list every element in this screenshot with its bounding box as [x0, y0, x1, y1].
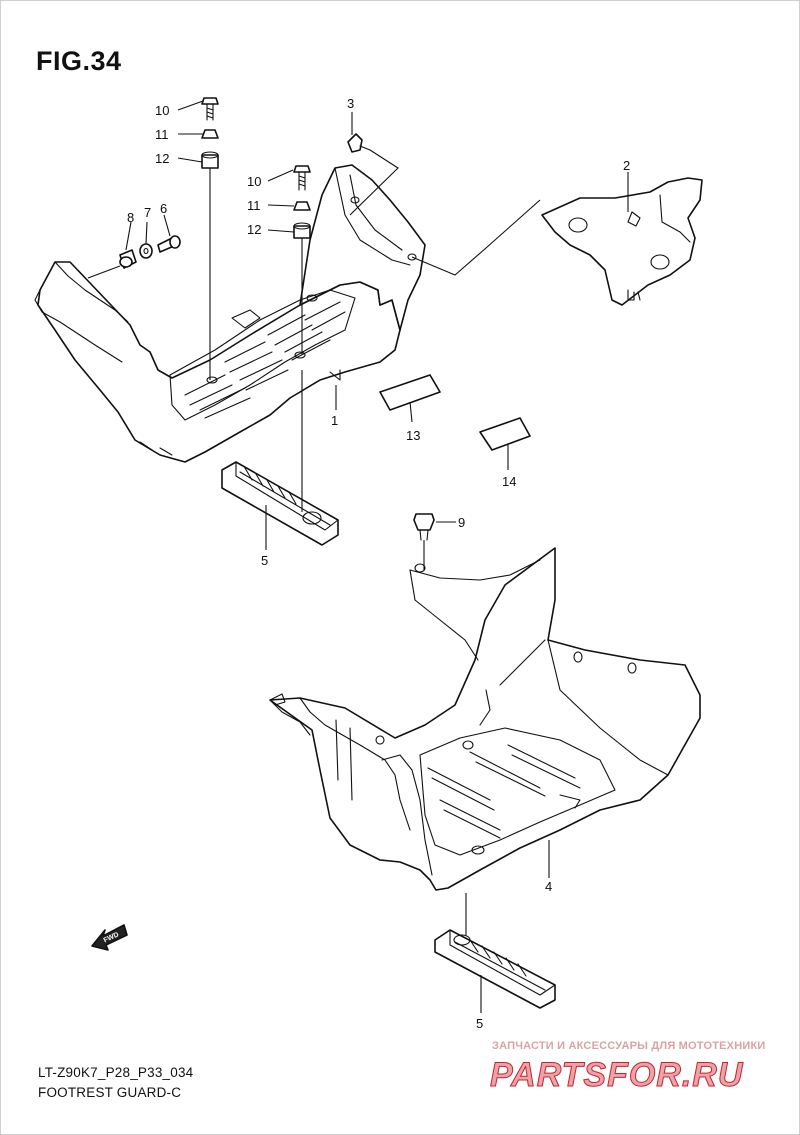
part-1-footrest-guard-upper[interactable]: [34, 164, 426, 463]
part-13-pad[interactable]: [379, 374, 441, 411]
hardware-left-group[interactable]: [119, 235, 181, 269]
part-2-side-cover[interactable]: [541, 177, 703, 306]
watermark-tagline: ЗАПЧАСТИ И АКСЕССУАРЫ ДЛЯ МОТОТЕХНИКИ: [492, 1040, 766, 1052]
watermark-logo-text: PARTSFOR.RU: [490, 1056, 744, 1094]
callout-5: 5: [476, 1016, 483, 1031]
part-9-clip[interactable]: [413, 513, 435, 541]
part-5-step-upper[interactable]: [221, 461, 339, 546]
part-5-step-lower[interactable]: [434, 929, 556, 1009]
callout-3: 3: [347, 96, 354, 111]
callout-7: 7: [144, 205, 151, 220]
hardware-stack-a[interactable]: [201, 97, 219, 169]
callout-11: 11: [247, 198, 261, 213]
callout-labels: 10 11 12 10 11 12 3 2 8 7 6 1 13 14 5 9 …: [127, 96, 630, 1031]
hardware-stack-b[interactable]: [293, 165, 311, 239]
callout-12: 12: [155, 151, 169, 166]
callout-9: 9: [458, 515, 465, 530]
fwd-arrow-icon: FWD: [91, 924, 128, 951]
leader-lines: [87, 100, 629, 1013]
watermark-logo: PARTSFOR.RU: [490, 1056, 744, 1095]
callout-5: 5: [261, 553, 268, 568]
part-4-footrest-guard-lower[interactable]: [269, 547, 701, 891]
callout-13: 13: [406, 428, 420, 443]
callout-10: 10: [155, 103, 169, 118]
callout-1: 1: [331, 413, 338, 428]
figure-title: FIG.34: [36, 46, 122, 76]
model-code: LT-Z90K7_P28_P33_034: [38, 1065, 194, 1080]
callout-14: 14: [502, 474, 516, 489]
part-4-floor-slots: [427, 744, 581, 839]
section-name: FOOTREST GUARD-C: [38, 1085, 182, 1100]
callout-10: 10: [247, 174, 261, 189]
callout-12: 12: [247, 222, 261, 237]
callout-8: 8: [127, 210, 134, 225]
callout-11: 11: [155, 127, 169, 142]
callout-6: 6: [160, 201, 167, 216]
callout-4: 4: [545, 879, 552, 894]
part-14-pad[interactable]: [479, 417, 531, 451]
part-3-clip[interactable]: [347, 133, 371, 153]
part-1-floor-slots: [184, 301, 346, 419]
callout-2: 2: [623, 158, 630, 173]
